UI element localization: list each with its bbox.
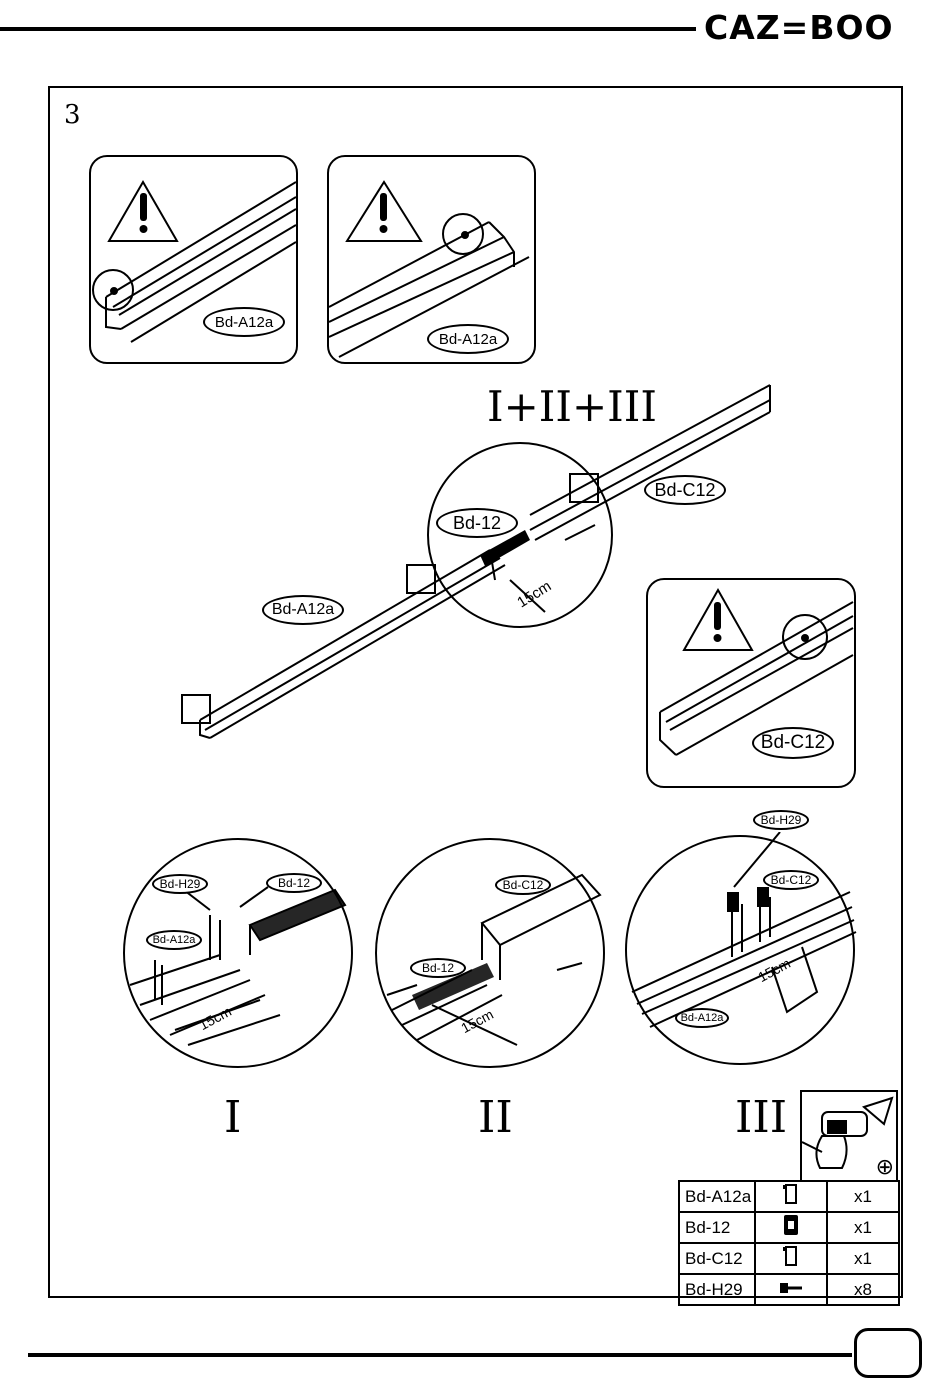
rail-profile-icon — [755, 1243, 827, 1274]
sub-step-2-drawing — [372, 835, 612, 1075]
joiner-label: Bd-12 — [266, 873, 322, 893]
part-code: Bd-C12 — [679, 1243, 755, 1274]
detail-box-2: Bd-A12a — [327, 155, 536, 364]
rail-label: Bd-C12 — [495, 875, 551, 895]
sub-step-3-drawing — [622, 832, 862, 1072]
rail-a-label: Bd-A12a — [675, 1008, 729, 1028]
parts-table: Bd-A12a x1 Bd-12 x1 Bd-C12 x1 Bd-H29 x8 — [678, 1180, 900, 1306]
rail-c-label: Bd-C12 — [763, 870, 819, 890]
rail-profile-icon — [755, 1181, 827, 1212]
brand-logo: CAZ=BOO — [704, 8, 894, 47]
sub-step-numeral: II — [478, 1092, 513, 1143]
joiner-label: Bd-12 — [410, 958, 466, 978]
plus-symbol: ⊕ — [876, 1155, 894, 1180]
rail-c-label: Bd-C12 — [644, 475, 726, 505]
rail-a-label: Bd-A12a — [262, 595, 344, 625]
screw-label: Bd-H29 — [152, 874, 208, 894]
joiner-label: Bd-12 — [436, 508, 518, 538]
table-row: Bd-12 x1 — [679, 1212, 899, 1243]
joiner-profile-icon — [755, 1212, 827, 1243]
step-number: 3 — [64, 100, 81, 130]
part-code: Bd-A12a — [679, 1181, 755, 1212]
part-qty: x1 — [827, 1181, 899, 1212]
footer-rule — [28, 1353, 852, 1357]
page-number-box — [854, 1328, 922, 1378]
header-rule — [0, 27, 696, 31]
screw-icon — [755, 1274, 827, 1305]
table-row: Bd-H29 x8 — [679, 1274, 899, 1305]
table-row: Bd-A12a x1 — [679, 1181, 899, 1212]
part-qty: x8 — [827, 1274, 899, 1305]
rail-label: Bd-A12a — [146, 930, 202, 950]
rail-end-detail-drawing — [648, 580, 856, 788]
sub-step-numeral: I — [224, 1092, 241, 1143]
table-row: Bd-C12 x1 — [679, 1243, 899, 1274]
part-label: Bd-A12a — [203, 307, 285, 337]
screw-label: Bd-H29 — [753, 810, 809, 830]
part-label: Bd-C12 — [752, 727, 834, 759]
part-qty: x1 — [827, 1212, 899, 1243]
part-code: Bd-12 — [679, 1212, 755, 1243]
drill-tool-box: ⊕ — [800, 1090, 898, 1182]
sub-step-1-drawing — [120, 835, 360, 1075]
part-label: Bd-A12a — [427, 324, 509, 354]
part-code: Bd-H29 — [679, 1274, 755, 1305]
part-qty: x1 — [827, 1243, 899, 1274]
sub-step-numeral: III — [735, 1092, 787, 1143]
detail-box-3: Bd-C12 — [646, 578, 856, 788]
detail-box-1: Bd-A12a — [89, 155, 298, 364]
